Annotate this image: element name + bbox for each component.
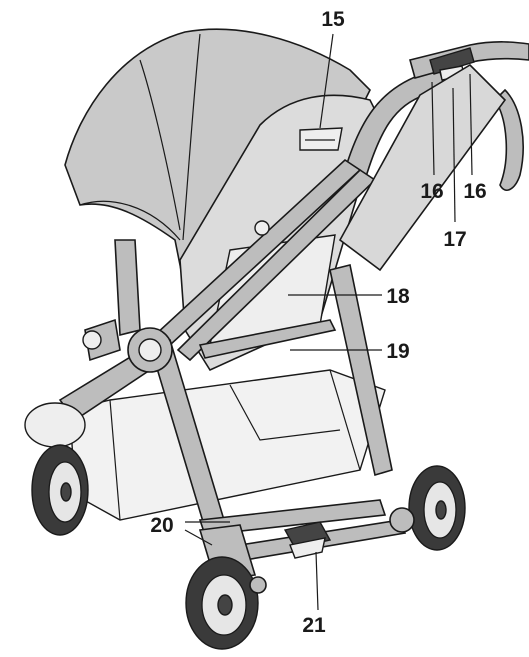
frame-joint [254, 220, 270, 236]
callout-15: 15 [321, 8, 345, 31]
brake-pedal [283, 521, 332, 559]
wrist-strap [493, 88, 524, 191]
leader-lines [184, 33, 473, 611]
callout-16-right: 16 [463, 180, 486, 203]
callout-16-left: 16 [420, 180, 443, 203]
callout-21: 21 [302, 614, 326, 637]
rear-right-wheel [389, 465, 466, 551]
handlebar-release [429, 47, 475, 75]
recline-handle [299, 127, 343, 151]
handlebar [344, 41, 529, 191]
callout-17: 17 [443, 228, 466, 251]
rear-left-wheel [24, 402, 89, 536]
canopy [64, 28, 371, 292]
callout-19: 19 [386, 340, 409, 363]
callout-20: 20 [150, 514, 173, 537]
callout-18: 18 [386, 285, 410, 308]
front-wheel [185, 524, 267, 650]
